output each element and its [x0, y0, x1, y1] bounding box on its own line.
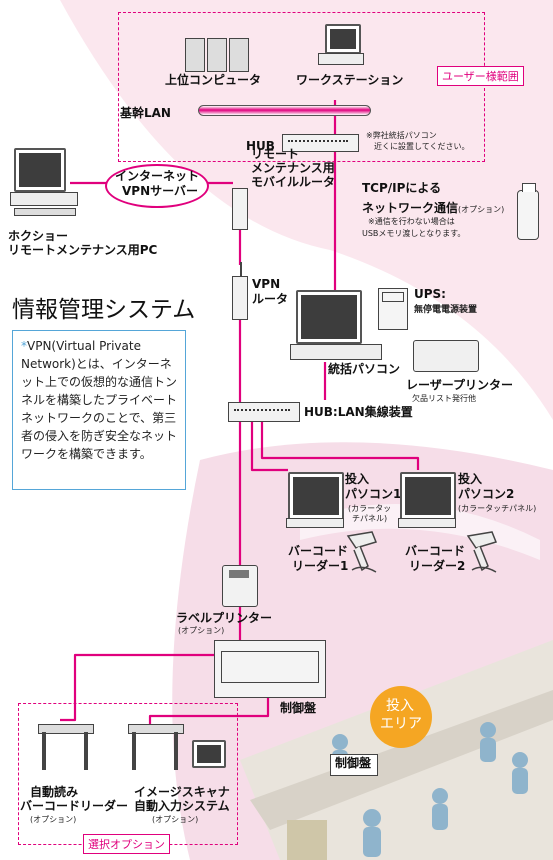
tcp-label-line1: TCP/IPによる [362, 181, 442, 195]
tcp-note-line1: ※通信を行わない場合は [368, 217, 455, 226]
workstation-icon [325, 24, 361, 54]
barcode-reader2-label-line1: バーコード [405, 544, 466, 558]
main-pc-base [290, 344, 382, 360]
vpn-server-label-line2: VPNサーバー [122, 184, 199, 198]
input-pc2-label-line2: パソコン2 [458, 487, 515, 501]
vpn-router-antenna [240, 262, 242, 276]
tcp-note-line2: USBメモリ渡しとなります。 [362, 229, 466, 238]
control-panel-sign-label: 制御盤 [335, 756, 372, 770]
label-printer-icon [222, 565, 258, 607]
vpn-note-text: VPN(Virtual Private Network)とは、インターネット上で… [21, 339, 178, 461]
usb-memory-icon [517, 183, 539, 240]
hub-label: HUB [246, 139, 275, 153]
control-panel-label: 制御盤 [280, 701, 317, 715]
user-scope-label: ユーザー様範囲 [437, 66, 524, 86]
label-printer-option: (オプション) [178, 626, 225, 635]
user-scope-area [118, 12, 485, 162]
vpn-note-asterisk: * [21, 339, 27, 353]
input-area-label-line1: 投入 [386, 698, 414, 714]
image-scanner-monitor-icon [192, 740, 226, 768]
workstation-label: ワークステーション [296, 73, 404, 87]
laser-printer-label: レーザープリンター [406, 378, 514, 392]
input-area-label-line2: エリア [380, 716, 422, 732]
image-scanner-label-line1: イメージスキャナ [134, 785, 230, 799]
main-pc-label: 統括パソコン [328, 362, 401, 376]
remote-pc-base [10, 192, 78, 206]
input-pc1-label-line1: 投入 [345, 472, 370, 486]
control-panel-icon [214, 640, 326, 698]
page-title: 情報管理システム [12, 297, 196, 323]
vpn-router-label-line1: VPN [252, 277, 281, 291]
laser-printer-icon [413, 340, 479, 372]
image-scanner-gate-icon [128, 724, 184, 770]
input-pc2-label-line1: 投入 [458, 472, 483, 486]
input-pc2-icon [400, 472, 456, 520]
input-pc2-sub: (カラータッチパネル) [458, 504, 537, 513]
remote-pc-label-line1: ホクショー [8, 229, 69, 243]
auto-reader-label-line1: 自動読み [30, 785, 79, 799]
vpn-note-box: *VPN(Virtual Private Network)とは、インターネット上… [12, 330, 186, 490]
vpn-router-icon [232, 276, 248, 320]
auto-reader-label-line2: バーコードリーダー [20, 799, 129, 813]
ups-label-line1: UPS: [414, 287, 446, 301]
vpn-server-ellipse [105, 164, 209, 208]
core-lan-bar [198, 105, 371, 116]
tcp-label-option: (オプション) [458, 205, 505, 214]
core-lan-label: 基幹LAN [120, 106, 171, 120]
mobile-router-label-line2: メンテナンス用 [251, 161, 335, 175]
hub-note-line2: 近くに設置してください。 [374, 142, 470, 151]
barcode-reader2-label-line2: リーダー2 [409, 559, 466, 573]
barcode-reader1-label-line2: リーダー1 [292, 559, 349, 573]
input-pc1-sub-line1: (カラータッ [348, 504, 392, 513]
remote-pc-icon [14, 148, 66, 192]
tcp-label-main: ネットワーク通信 [362, 201, 459, 215]
ups-label-line2: 無停電電源装置 [414, 305, 478, 315]
barcode-reader1-icon [346, 531, 378, 573]
hub-device-icon [282, 134, 359, 152]
remote-pc-keyboard [14, 208, 76, 216]
barcode-reader2-icon [466, 531, 498, 573]
mobile-router-label-line1: リモート [251, 147, 300, 161]
input-pc1-label-line2: パソコン1 [345, 487, 402, 501]
lan-hub-label: HUB:LAN集線装置 [304, 405, 413, 419]
mobile-router-label-line3: モバイルルータ [251, 175, 336, 189]
control-panel-sign [330, 754, 378, 776]
auto-reader-gate-icon [38, 724, 94, 770]
tcp-label-line2: ネットワーク通信(オプション) [362, 198, 504, 216]
image-scanner-label-line2: 自動入力システム [134, 799, 230, 813]
input-pc1-icon [288, 472, 344, 520]
ups-icon [378, 288, 408, 330]
remote-pc-label-line2: リモートメンテナンス用PC [8, 243, 158, 257]
label-printer-label: ラベルプリンター [176, 611, 273, 625]
barcode-reader1-label-line1: バーコード [288, 544, 349, 558]
vpn-server-label-line1: インターネット [115, 169, 200, 183]
input-pc1-sub-line2: チパネル) [352, 514, 388, 523]
hub-note-line1: ※弊社統括パソコン [366, 131, 437, 140]
image-scanner-option: (オプション) [152, 815, 199, 824]
laser-printer-sub: 欠品リスト発行他 [412, 394, 476, 403]
input-pc2-stand [398, 518, 456, 528]
vpn-router-label-line2: ルータ [252, 292, 289, 306]
host-computer-label: 上位コンピュータ [165, 73, 262, 87]
host-computer-icon [185, 38, 249, 72]
lan-hub-icon [228, 402, 300, 422]
workstation-base [318, 53, 364, 65]
mobile-router-icon [232, 188, 248, 230]
conveyor-base [287, 820, 327, 860]
auto-reader-option: (オプション) [30, 815, 77, 824]
input-area-badge [370, 686, 432, 748]
select-option-label: 選択オプション [83, 834, 170, 854]
main-pc-monitor-icon [296, 290, 362, 344]
input-pc1-stand [286, 518, 344, 528]
